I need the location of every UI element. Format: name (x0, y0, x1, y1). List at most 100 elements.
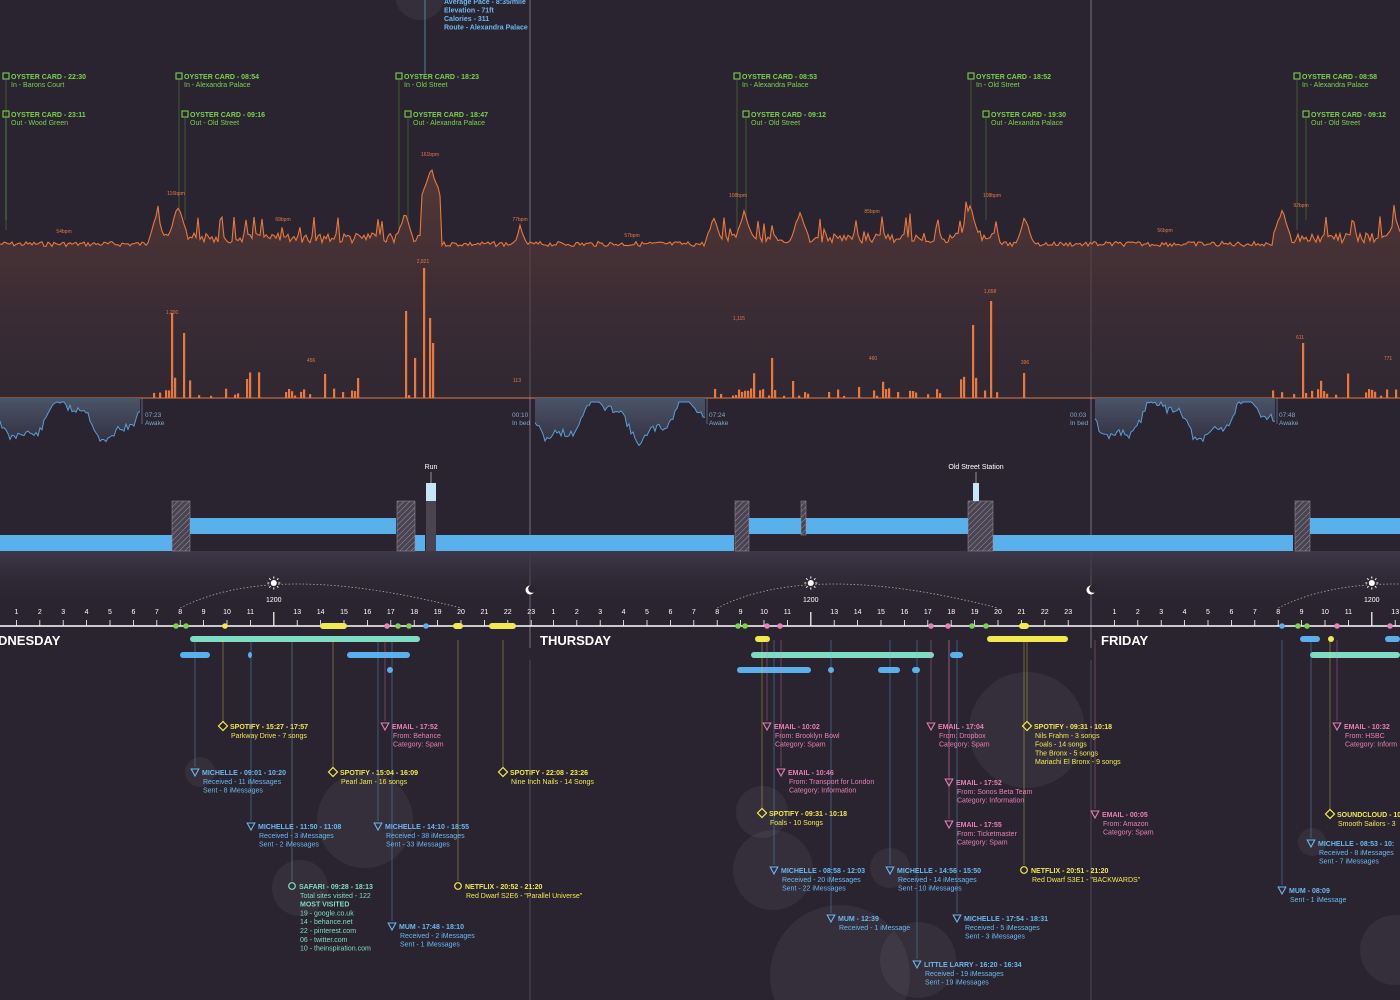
event-detail: Received - 8 iMessages (1319, 850, 1394, 857)
oyster-card-icon (1302, 110, 1310, 118)
hour-label: 7 (155, 609, 159, 616)
step-bar (972, 325, 975, 398)
step-bar (1281, 392, 1284, 398)
noon-label: 1200 (266, 597, 282, 604)
triangle-icon (1277, 886, 1287, 896)
step-bar (762, 389, 765, 398)
run-column (426, 483, 436, 551)
event-dot (423, 623, 429, 629)
step-bar (1326, 393, 1329, 398)
triangle-icon (952, 914, 962, 924)
triangle-icon (944, 820, 954, 830)
oyster-card-detail: Out - Old Street (1311, 120, 1360, 127)
event-title: SOUNDCLOUD - 10: (1337, 812, 1400, 819)
step-bar (1380, 395, 1383, 398)
event-dot (764, 623, 770, 629)
location-label: Run (425, 464, 438, 471)
event-dot (1387, 623, 1393, 629)
step-bar (1371, 389, 1374, 398)
step-bar (714, 388, 717, 398)
step-bar (324, 373, 327, 398)
triangle-icon (1306, 839, 1316, 849)
oyster-card-title: OYSTER CARD - 23:11 (11, 112, 86, 119)
moon-icon (1086, 584, 1098, 595)
event-dot (1334, 623, 1340, 629)
hour-label: 13 (830, 609, 838, 616)
step-bar (792, 380, 795, 398)
hour-label: 1 (551, 609, 555, 616)
step-bar (990, 301, 993, 398)
media-pill (1019, 623, 1029, 629)
event-detail: From: Transport for London (789, 779, 874, 786)
activity-bar (1310, 652, 1400, 658)
hour-label: 16 (901, 609, 909, 616)
event-detail: Sent - 1 iMessages (400, 942, 460, 949)
heart-rate-label: 77bpm (512, 217, 527, 223)
hour-label: 11 (784, 609, 791, 616)
location-bar (993, 535, 1293, 551)
step-bar (735, 394, 738, 398)
step-bar (807, 393, 810, 398)
oyster-card-detail: In - Old Street (976, 82, 1020, 89)
hour-label: 13 (1391, 609, 1399, 616)
hour-label: 10 (223, 609, 231, 616)
step-label: 456 (307, 358, 316, 364)
step-bar (837, 389, 840, 398)
step-bar (798, 395, 801, 398)
event-detail: Mariachi El Bronx - 9 songs (1035, 759, 1121, 766)
step-bar (882, 381, 885, 398)
step-bar (939, 393, 942, 398)
event-dot (222, 623, 228, 629)
heart-rate-label: 69bpm (275, 217, 290, 223)
step-bar (210, 395, 213, 398)
sleep-line (1094, 400, 1276, 443)
hour-label: 20 (994, 609, 1002, 616)
event-detail: Red Dwarf S2E6 - "Parallel Universe" (466, 893, 583, 900)
event-detail: From: Behance (393, 733, 441, 740)
heart-rate-label: 92bpm (1293, 203, 1308, 209)
hour-label: 9 (202, 609, 206, 616)
step-bar (432, 343, 435, 398)
hour-label: 19 (971, 609, 979, 616)
diamond-icon (217, 720, 229, 732)
step-bar (354, 391, 357, 398)
step-label: 460 (869, 356, 878, 362)
noon-label: 1200 (803, 597, 819, 604)
sun-icon (804, 576, 818, 590)
step-bar (858, 386, 861, 398)
triangle-icon (776, 768, 786, 778)
event-detail: Received - 38 iMessages (386, 833, 465, 840)
hour-label: 5 (1206, 609, 1210, 616)
hour-label: 16 (364, 609, 372, 616)
event-title: EMAIL - 17:55 (956, 822, 1002, 829)
event-annotation: SOUNDCLOUD - 10:Smooth Sailors - 3 (1324, 640, 1400, 828)
diamond-icon (1021, 720, 1033, 732)
circle-icon (1020, 866, 1028, 874)
step-bar (984, 390, 987, 398)
location-bar (749, 518, 801, 534)
run-info-line: Calories - 311 (444, 16, 489, 23)
step-label: 1,658 (984, 289, 997, 295)
event-detail: From: Ticketmaster (957, 831, 1018, 838)
hour-label: 3 (598, 609, 602, 616)
hour-label: 19 (434, 609, 442, 616)
hour-label: 2 (1136, 609, 1140, 616)
event-dot (395, 623, 401, 629)
event-title: MICHELLE - 14:56 - 15:50 (897, 868, 981, 875)
activity-bar (347, 652, 410, 658)
heart-rate-line (0, 169, 1400, 248)
